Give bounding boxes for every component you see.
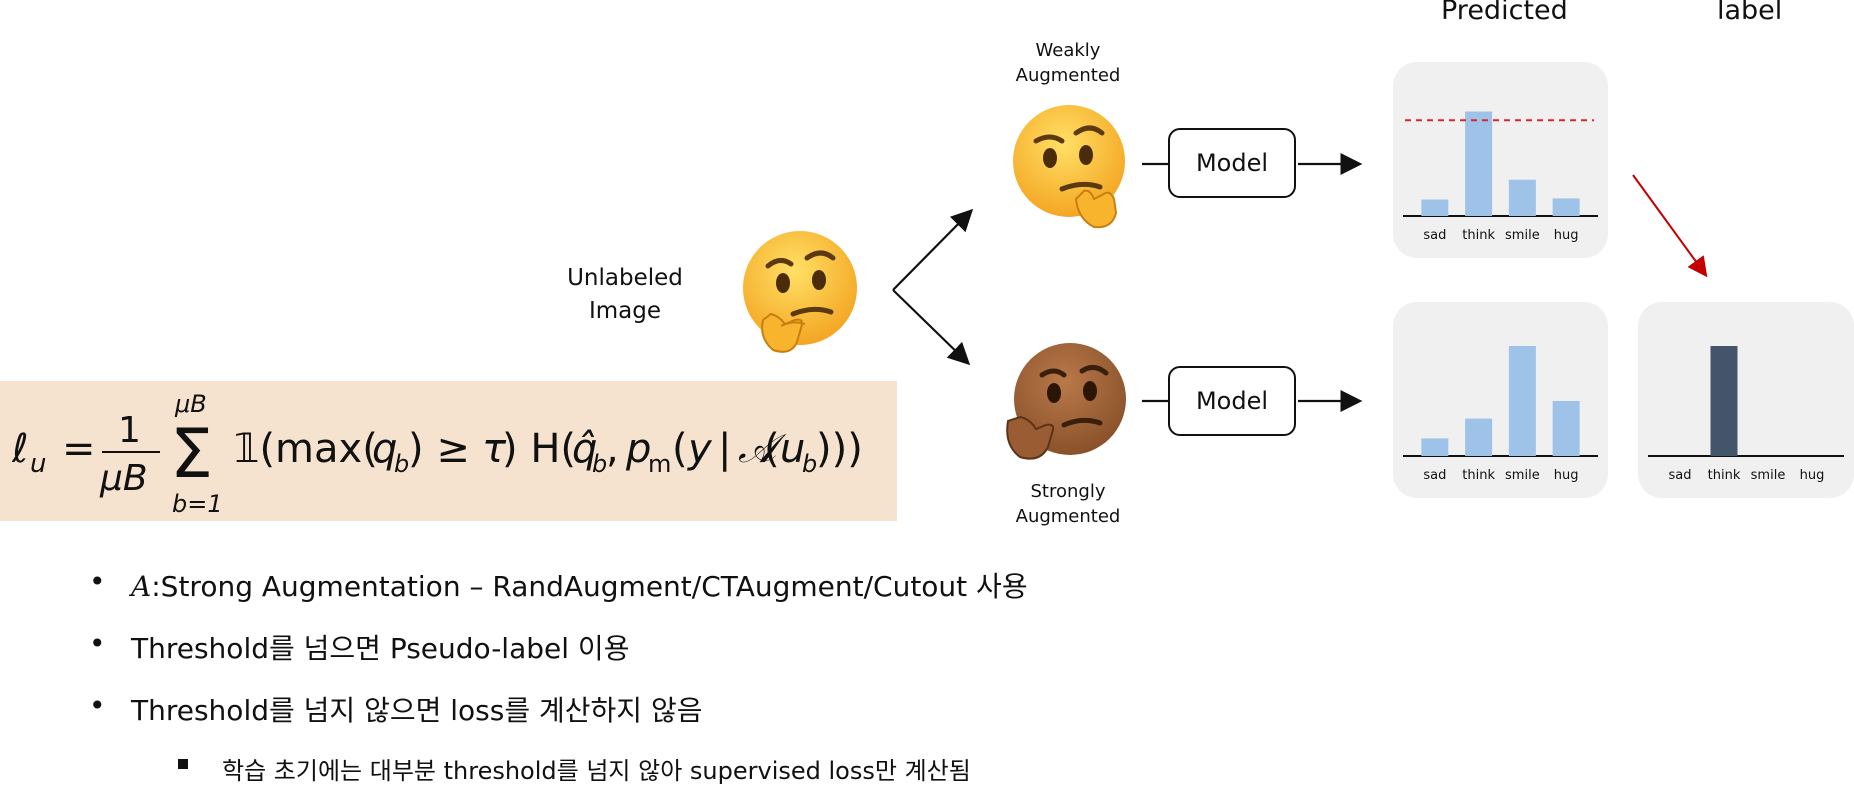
svg-text:u: u: [780, 426, 805, 472]
bar-think: [1465, 418, 1493, 456]
unlabeled-loss-formula: ℓ u = 1 μB Σ μB b=1 𝟙(max( q b ) ≥ τ ) H…: [12, 390, 863, 518]
weak-caption-line1: Weakly: [1035, 40, 1101, 61]
bullet-threshold-no-loss: • Threshold를 넘지 않으면 loss를 계산하지 않음: [89, 689, 703, 729]
weak-thinking-face-icon: [1013, 105, 1125, 229]
unlabeled-caption-line2: Image: [588, 298, 662, 324]
split-arrow-up: [892, 208, 974, 291]
bar-hug: [1552, 198, 1580, 216]
svg-text:) ≥: ) ≥: [408, 426, 470, 472]
bar-think: [1465, 111, 1493, 216]
model-box-weak: Model: [1168, 128, 1296, 198]
bullet-threshold-pseudo-label: • Threshold를 넘으면 Pseudo-label 이용: [89, 627, 630, 667]
svg-text:b: b: [802, 450, 817, 478]
pseudo-label-chart: sad think smile hug: [1638, 302, 1854, 498]
svg-text:u: u: [30, 449, 46, 479]
bar-hug: [1552, 401, 1580, 456]
bullet-text-2: Threshold를 넘으면 Pseudo-label 이용: [131, 632, 630, 665]
svg-text:Σ: Σ: [170, 415, 213, 494]
svg-text:μB: μB: [174, 390, 207, 418]
tick-label-hug: hug: [1554, 468, 1579, 483]
sub-bullet-early-training: 학습 초기에는 대부분 threshold를 넘지 않아 supervised …: [178, 751, 971, 786]
svg-text:))): ))): [816, 426, 863, 472]
bar-smile: [1508, 346, 1536, 456]
weak-prediction-chart: sad think smile hug: [1393, 62, 1608, 258]
tick-label-hug: hug: [1554, 228, 1579, 243]
bar-smile: [1508, 179, 1536, 216]
tick-label-smile: smile: [1505, 468, 1540, 483]
svg-text:p: p: [625, 426, 651, 472]
svg-text:m: m: [648, 450, 671, 478]
svg-text:|: |: [718, 426, 731, 472]
bullet-strong-augmentation: • 𝐴:Strong Augmentation – RandAugment/CT…: [89, 565, 1028, 605]
svg-text:(: (: [672, 426, 688, 472]
strong-prediction-chart: sad think smile hug: [1393, 302, 1608, 498]
svg-text:y: y: [687, 426, 713, 472]
svg-text:=: =: [62, 426, 96, 472]
bullet-dot: •: [89, 565, 106, 598]
pseudo-label-arrow: [1632, 174, 1708, 278]
chart-panel: [1638, 302, 1854, 498]
bullet-text-1: :Strong Augmentation – RandAugment/CTAug…: [151, 570, 1028, 603]
svg-text:b: b: [592, 450, 607, 478]
strong-caption-line2: Augmented: [1015, 506, 1121, 527]
tick-label-hug: hug: [1800, 468, 1825, 483]
thinking-face-icon: [743, 231, 857, 353]
augmentation-symbol: 𝐴: [131, 570, 152, 603]
svg-text:q: q: [372, 426, 397, 472]
svg-text:τ: τ: [482, 426, 507, 472]
strongly-augmented-caption: Strongly Augmented: [1000, 479, 1136, 529]
unlabeled-caption-line1: Unlabeled: [567, 265, 683, 291]
unlabeled-image-caption: Unlabeled Image: [555, 262, 695, 328]
dark-thinking-face-icon: [1006, 343, 1126, 460]
svg-text:(: (: [764, 426, 780, 472]
svg-text:𝟙(max(: 𝟙(max(: [234, 426, 378, 472]
weak-caption-line2: Augmented: [1015, 65, 1121, 86]
tick-label-sad: sad: [1423, 468, 1446, 483]
strong-caption-line1: Strongly: [1030, 481, 1106, 502]
bullet-dot: •: [89, 627, 106, 660]
tick-label-smile: smile: [1505, 228, 1540, 243]
bullet-text-3: Threshold를 넘지 않으면 loss를 계산하지 않음: [131, 694, 703, 727]
predicted-header: Predicted: [1441, 0, 1568, 26]
split-arrow-down: [892, 289, 971, 366]
svg-text:1: 1: [118, 410, 141, 451]
svg-text:b=1: b=1: [172, 490, 223, 518]
tick-label-smile: smile: [1751, 468, 1786, 483]
sub-bullet-text: 학습 초기에는 대부분 threshold를 넘지 않아 supervised …: [222, 757, 971, 785]
tick-label-think: think: [1708, 468, 1741, 483]
svg-text:μB: μB: [99, 458, 148, 499]
label-header: label: [1717, 0, 1783, 26]
square-bullet: [178, 759, 188, 769]
svg-text:,: ,: [606, 426, 619, 472]
svg-text:q̂: q̂: [572, 426, 597, 472]
bullet-dot: •: [89, 689, 106, 722]
svg-text:ℓ: ℓ: [12, 426, 29, 472]
bar-sad: [1421, 438, 1449, 456]
svg-text:b: b: [394, 450, 409, 478]
bar-think: [1710, 346, 1738, 456]
tick-label-sad: sad: [1669, 468, 1692, 483]
tick-label-sad: sad: [1423, 228, 1446, 243]
svg-text:) H(: ) H(: [502, 426, 576, 472]
bar-sad: [1421, 199, 1449, 216]
tick-label-think: think: [1462, 228, 1495, 243]
model-box-strong: Model: [1168, 366, 1296, 436]
tick-label-think: think: [1462, 468, 1495, 483]
weakly-augmented-caption: Weakly Augmented: [1000, 38, 1136, 88]
